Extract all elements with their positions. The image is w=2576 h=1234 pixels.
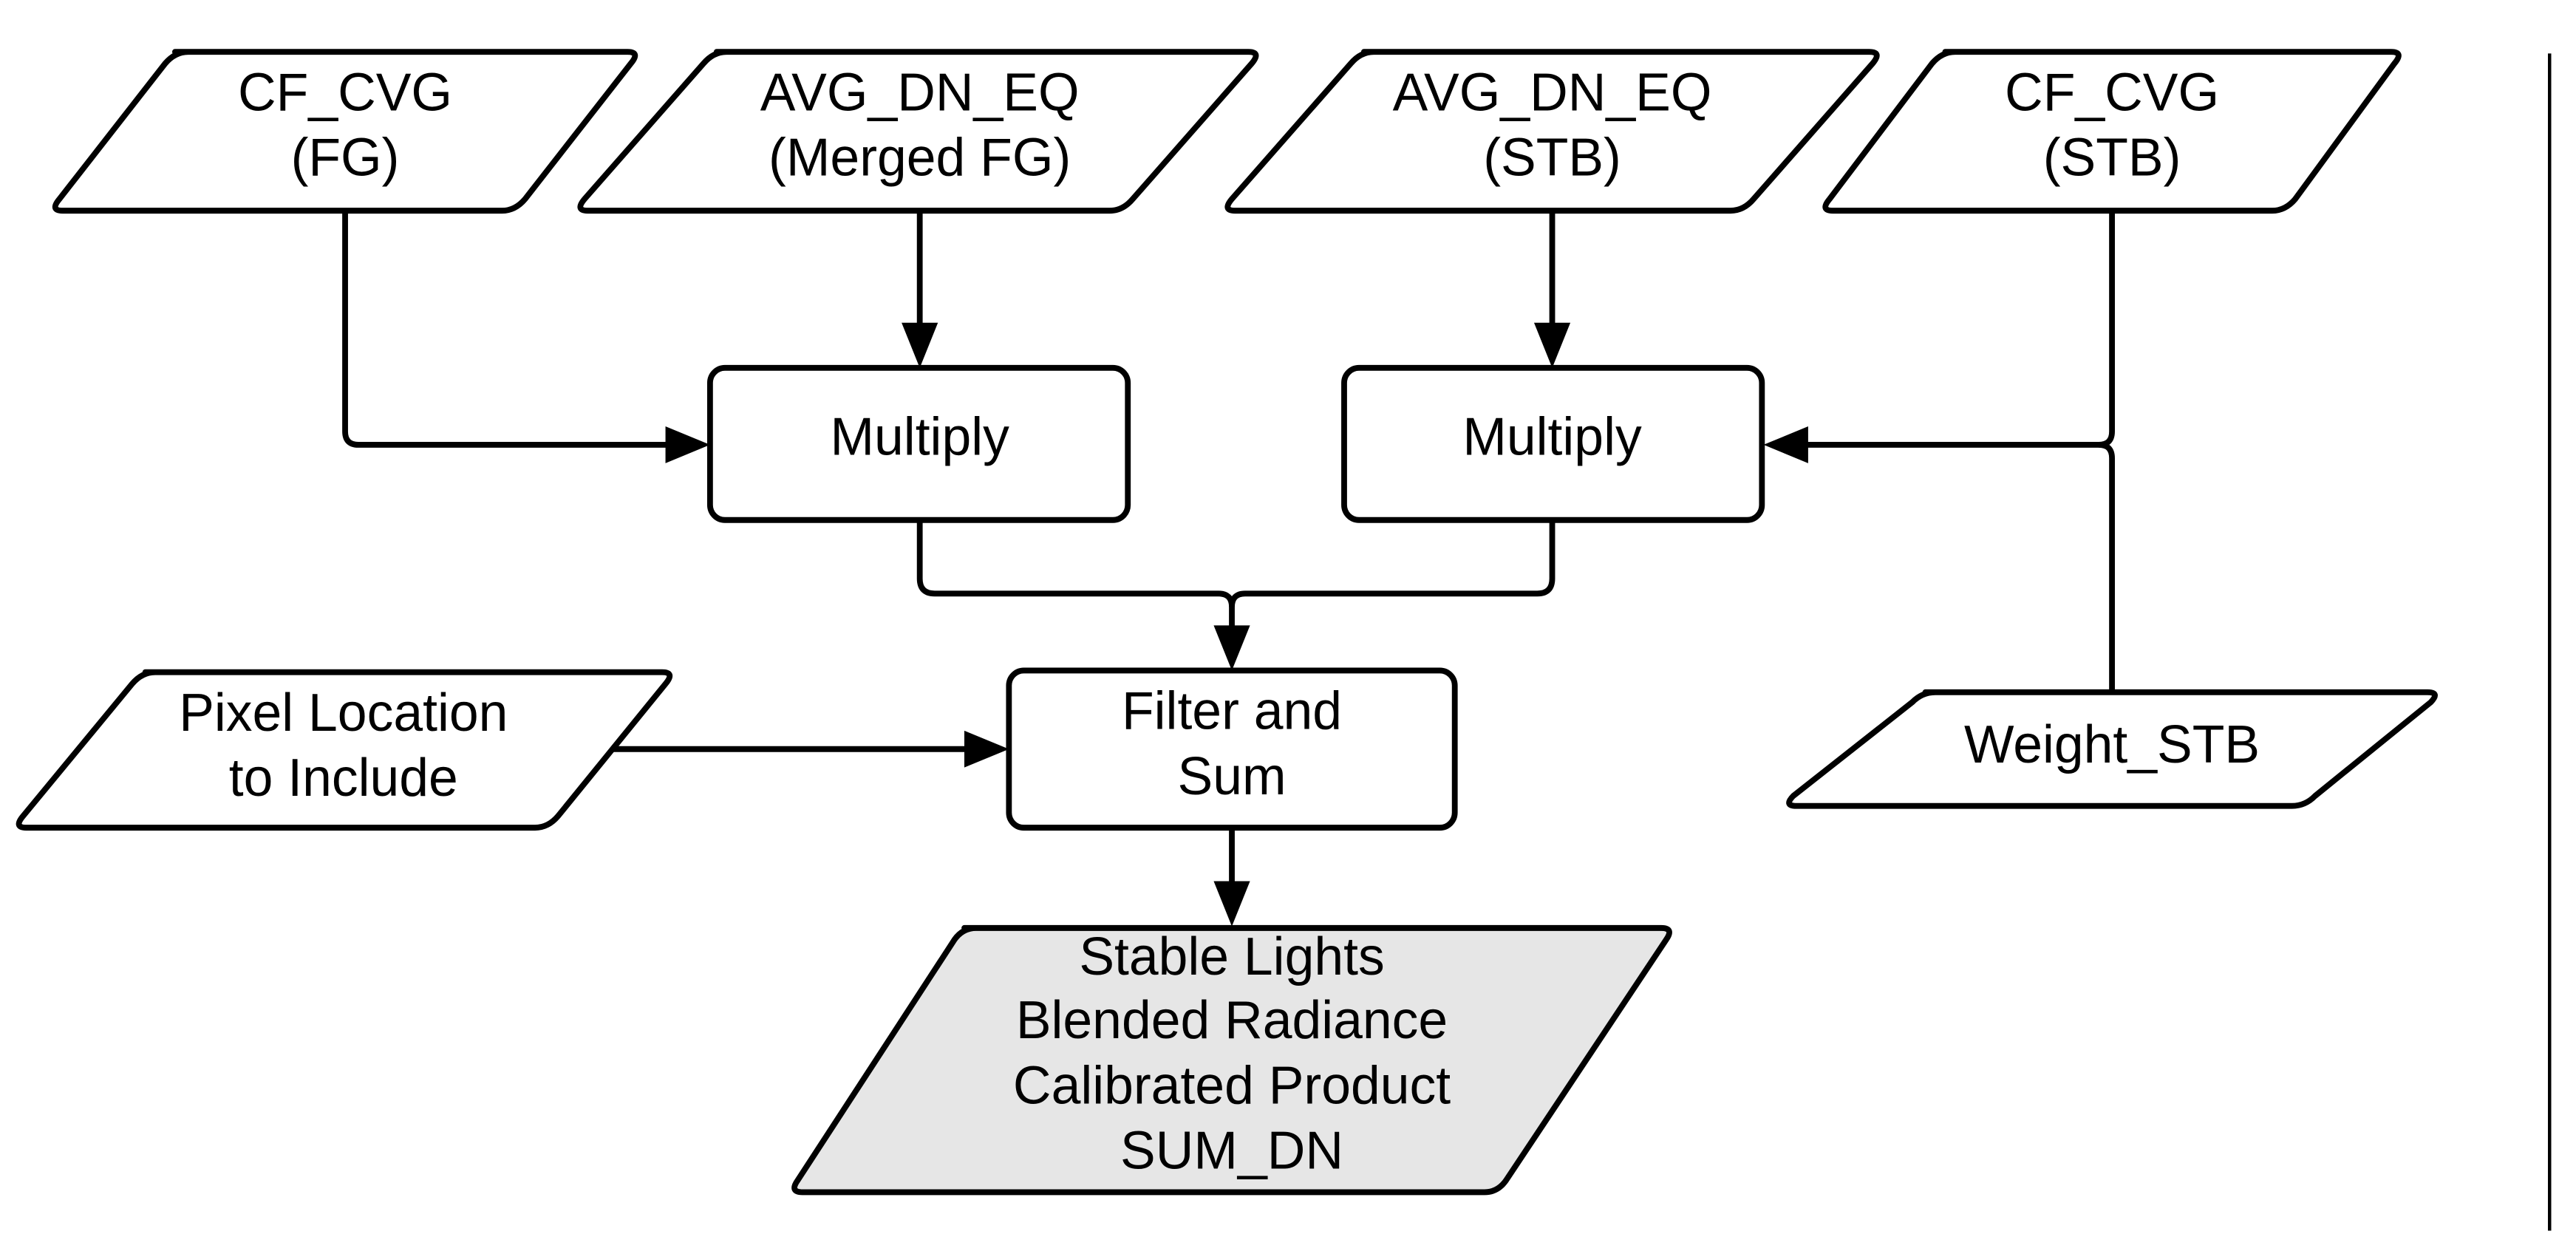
node-label-line1: CF_CVG (238, 63, 452, 123)
node-label-line1: Filter and (1122, 681, 1342, 741)
node-label: Multiply (1462, 407, 1641, 467)
node-label-line2: Blended Radiance (1016, 991, 1448, 1051)
connector-cf-cvg-stb-to-multiply-right (1799, 211, 2115, 448)
arrow-head-into-filter-sum-top (1213, 625, 1250, 671)
parallelogram-shape (1224, 49, 1880, 214)
node-label-line1: CF_CVG (2005, 63, 2219, 123)
node-label-line1: AVG_DN_EQ (760, 63, 1080, 123)
connector-cf-cvg-fg-to-multiply-left (342, 211, 678, 448)
connector-weight-stb-to-multiply-right (2098, 441, 2115, 692)
node-label: Weight_STB (1964, 715, 2260, 774)
node-label-line2: (STB) (1483, 128, 1621, 188)
connector-multiply-left-to-filter-sum (916, 522, 1235, 633)
parallelogram-shape (1822, 49, 2402, 214)
arrow-head-into-filter-sum-side (964, 730, 1009, 768)
arrow-head-into-multiply-left-top (902, 322, 938, 368)
node-avg-dn-eq-stb: AVG_DN_EQ (STB) (1224, 49, 1880, 214)
node-label-line4: SUM_DN (1120, 1121, 1343, 1181)
connectors (342, 211, 2115, 927)
connector-multiply-right-to-filter-sum (1229, 522, 1556, 607)
node-label-line2: Sum (1178, 746, 1287, 806)
node-multiply-right: Multiply (1341, 364, 1765, 523)
node-output-product: Stable Lights Blended Radiance Calibrate… (791, 924, 1672, 1196)
node-cf-cvg-stb: CF_CVG (STB) (1822, 49, 2402, 214)
node-label-line2: to Include (229, 749, 458, 808)
node-label-line3: Calibrated Product (1013, 1056, 1451, 1116)
parallelogram-shape (1786, 689, 2438, 809)
process-box (1341, 364, 1765, 523)
node-weight-stb: Weight_STB (1786, 689, 2438, 809)
node-label-line1: AVG_DN_EQ (1393, 63, 1712, 123)
node-label-line2: (STB) (2043, 128, 2181, 188)
process-box (706, 364, 1131, 523)
parallelogram-shape (577, 49, 1259, 214)
node-pixel-location: Pixel Location to Include (16, 669, 673, 831)
process-box (1006, 667, 1458, 831)
node-cf-cvg-fg: CF_CVG (FG) (52, 49, 638, 214)
node-multiply-left: Multiply (706, 364, 1131, 523)
parallelogram-shape (52, 49, 638, 214)
node-label-line1: Stable Lights (1079, 927, 1384, 987)
node-label-line2: (FG) (291, 128, 400, 188)
node-avg-dn-eq-merged-fg: AVG_DN_EQ (Merged FG) (577, 49, 1259, 214)
arrow-head-into-output-product (1213, 881, 1250, 927)
node-label-line1: Pixel Location (179, 683, 508, 743)
node-label: Multiply (830, 407, 1009, 467)
parallelogram-shape (791, 924, 1672, 1196)
arrow-head-into-multiply-right-side (1763, 426, 1808, 463)
arrow-head-into-multiply-left-side (665, 426, 710, 463)
parallelogram-shape (16, 669, 673, 831)
node-filter-and-sum: Filter and Sum (1006, 667, 1458, 831)
node-label-line2: (Merged FG) (769, 128, 1071, 188)
arrow-head-into-multiply-right-top (1533, 322, 1571, 368)
